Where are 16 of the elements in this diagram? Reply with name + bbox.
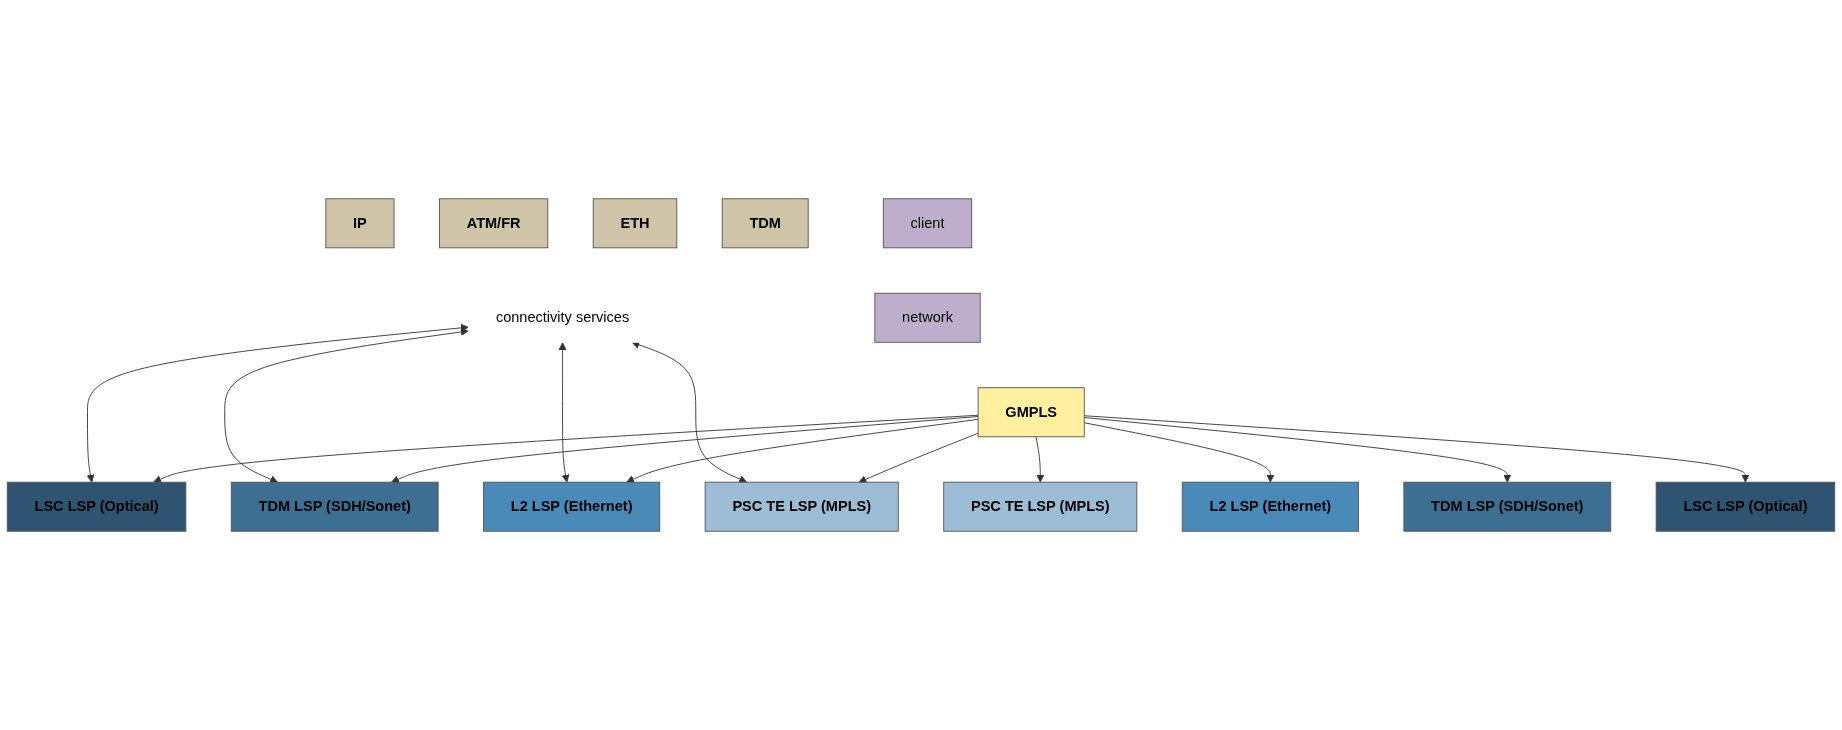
- node-box: L2 LSP (Ethernet): [1181, 481, 1359, 532]
- node-box: TDM LSP (SDH/Sonet): [230, 481, 439, 532]
- node-box: PSC TE LSP (MPLS): [704, 481, 899, 532]
- node-box: client: [882, 198, 973, 249]
- node-box: TDM: [721, 198, 809, 249]
- node-box: IP: [325, 198, 395, 249]
- node-box: GMPLS: [977, 387, 1085, 438]
- node-box: network: [874, 292, 981, 343]
- node-box: LSC LSP (Optical): [6, 481, 187, 532]
- node-box: L2 LSP (Ethernet): [483, 481, 661, 532]
- node-box: ATM/FR: [439, 198, 549, 249]
- node-box: PSC TE LSP (MPLS): [943, 481, 1138, 532]
- node-text: connectivity services: [495, 309, 630, 326]
- node-box: ETH: [592, 198, 678, 249]
- node-box: TDM LSP (SDH/Sonet): [1403, 481, 1612, 532]
- node-box: LSC LSP (Optical): [1655, 481, 1836, 532]
